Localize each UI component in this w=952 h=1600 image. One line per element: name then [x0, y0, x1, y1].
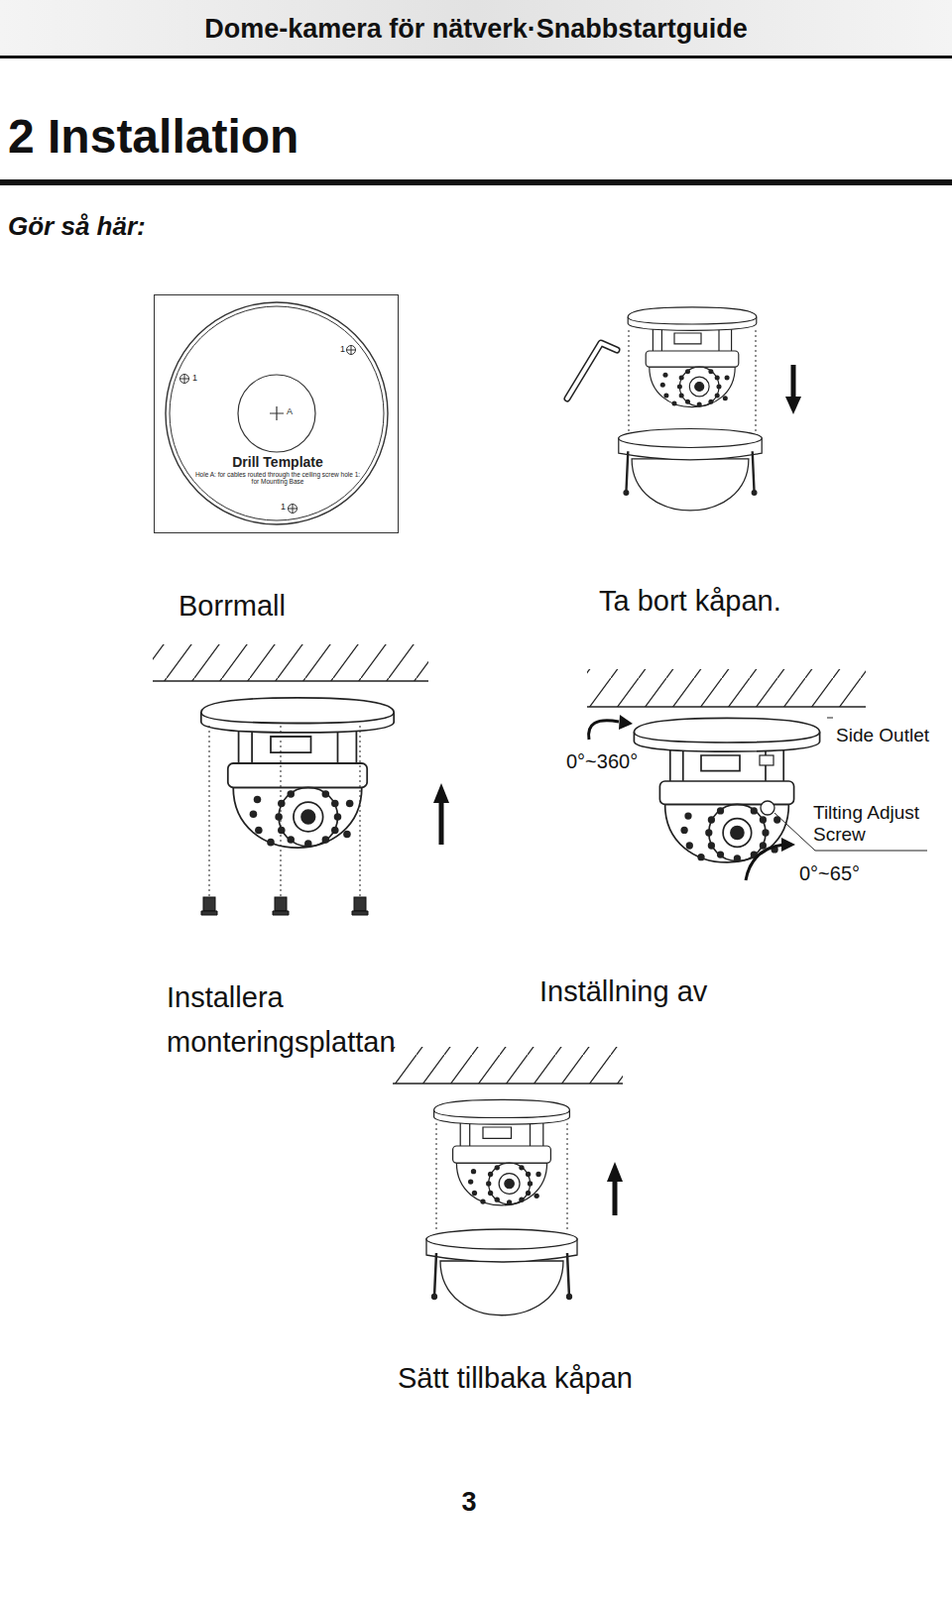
part-label: Tilting Adjust Screw — [813, 802, 952, 846]
step-caption: Sätt tillbaka kåpan — [397, 1362, 633, 1396]
step-caption: Ta bort kåpan. — [598, 585, 782, 618]
hole-label: 1 — [340, 344, 346, 355]
intro-text: Gör så här: — [7, 212, 146, 242]
step-caption: Borrmall — [178, 590, 286, 623]
section-title: 2 Installation — [7, 109, 299, 164]
page-number: 3 — [439, 1487, 499, 1519]
template-heading: Drill Template — [173, 454, 382, 471]
template-note: Hole A: for cables routed through the ce… — [192, 471, 363, 486]
drill-template-drawing — [165, 302, 388, 525]
hole-label: A — [286, 406, 293, 417]
page-header: Dome-kamera för nätverk·Snabbstartguide — [29, 13, 923, 45]
adjustment-drawing — [587, 669, 928, 881]
hole-label: 1 — [280, 501, 286, 512]
header-rule — [0, 55, 952, 59]
title-rule — [0, 179, 952, 186]
remove-cover-drawing — [567, 307, 802, 511]
step-caption: Installera monteringsplattan — [166, 975, 427, 1066]
part-label: Side Outlet — [835, 724, 930, 747]
angle-label: 0°~360° — [566, 750, 638, 774]
hole-label: 1 — [192, 372, 198, 383]
header-band — [0, 0, 952, 56]
step-caption: Inställning av — [539, 975, 708, 1009]
drill-template: 11ADrill TemplateHole A: for cables rout… — [153, 294, 399, 534]
replace-cover-drawing — [392, 1047, 623, 1316]
angle-label: 0°~65° — [799, 862, 860, 886]
mounting-plate-drawing — [152, 644, 450, 916]
